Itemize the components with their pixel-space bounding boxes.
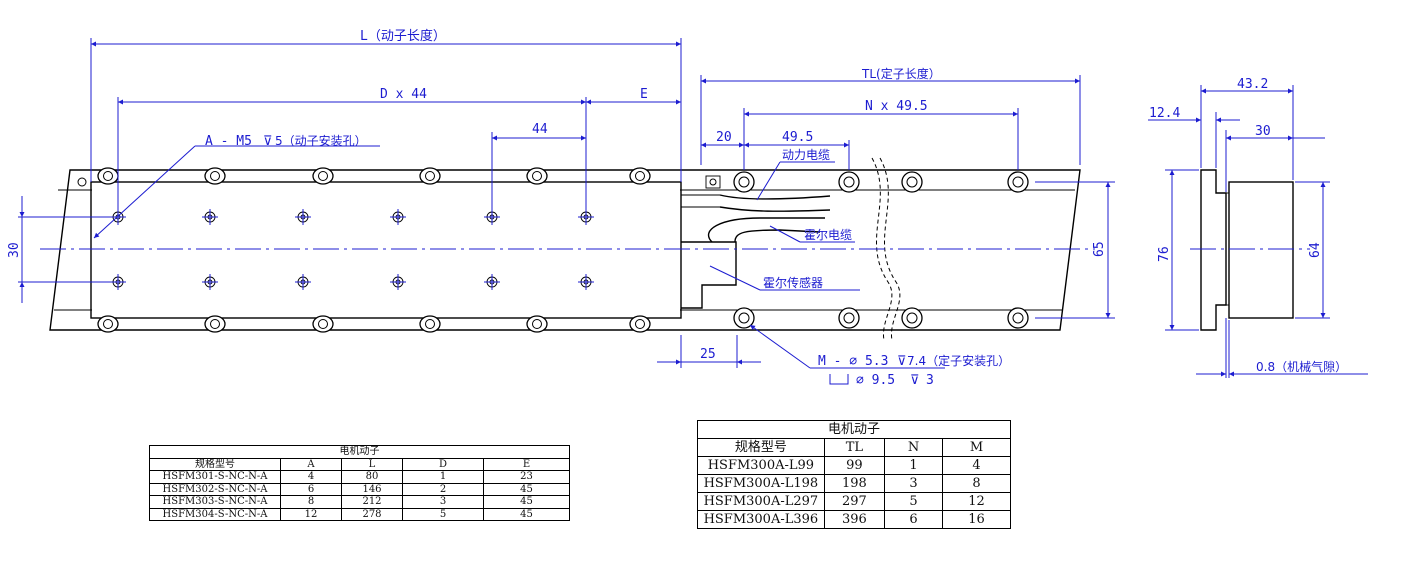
table-header-row: 规格型号 TL N M xyxy=(697,438,1011,457)
cable xyxy=(681,194,720,208)
mover-plate xyxy=(90,181,682,319)
dim-30: 30 xyxy=(7,242,22,258)
dim-25: 25 xyxy=(700,347,716,362)
table-title: 电机动子 xyxy=(697,420,1011,439)
dim-65: 65 xyxy=(1092,241,1107,257)
dim-44: 44 xyxy=(532,122,548,137)
side-view: 43.2 12.4 30 76 64 0.8（机械气隙） xyxy=(1148,77,1368,378)
dim-E: E xyxy=(640,87,648,102)
dim-L: L（动子长度） xyxy=(360,28,446,44)
dim-cbore: ∅ 9.5 xyxy=(856,373,895,388)
dim-N: N x 49.5 xyxy=(865,99,928,114)
mover-holes xyxy=(110,209,594,290)
dim-M: M - ∅ 5.3 xyxy=(818,354,888,369)
hall-sensor-body xyxy=(681,241,737,309)
dim-A-depth: 5（动子安装孔） xyxy=(275,133,367,148)
svg-text:⊽: ⊽ xyxy=(263,134,273,149)
table-header-row: 规格型号 A L D E xyxy=(149,457,570,471)
stator-base xyxy=(49,169,1081,331)
hall-sensor-label: 霍尔传感器 xyxy=(763,275,823,290)
stator-mounting-holes xyxy=(733,171,1029,329)
dim-49-5: 49.5 xyxy=(782,130,813,145)
dim-air-gap: 0.8（机械气隙） xyxy=(1256,359,1347,374)
dim-D: D x 44 xyxy=(380,87,427,102)
dim-A: A - M5 xyxy=(205,134,252,149)
hall-cable-label: 霍尔电缆 xyxy=(804,227,852,242)
stator-slots xyxy=(77,167,651,333)
dim-64: 64 xyxy=(1308,242,1323,258)
svg-text:⊽: ⊽ xyxy=(897,354,907,369)
dim-side-30: 30 xyxy=(1255,124,1271,139)
dim-M-depth: 7.4（定子安装孔） xyxy=(907,353,1010,368)
front-view: L（动子长度） D x 44 E 44 A - M5 ⊽ 5（动子安装孔） 30… xyxy=(7,28,1115,388)
power-cable-label: 动力电缆 xyxy=(782,148,830,162)
dim-43-2: 43.2 xyxy=(1237,77,1268,92)
svg-text:⊽: ⊽ xyxy=(910,373,920,388)
dim-20: 20 xyxy=(716,130,732,145)
dim-TL: TL(定子长度） xyxy=(861,66,941,81)
dim-76: 76 xyxy=(1157,246,1172,262)
dim-12-4: 12.4 xyxy=(1149,106,1180,121)
table-title: 电机动子 xyxy=(149,445,570,459)
dim-cbore-depth: 3 xyxy=(926,373,934,388)
